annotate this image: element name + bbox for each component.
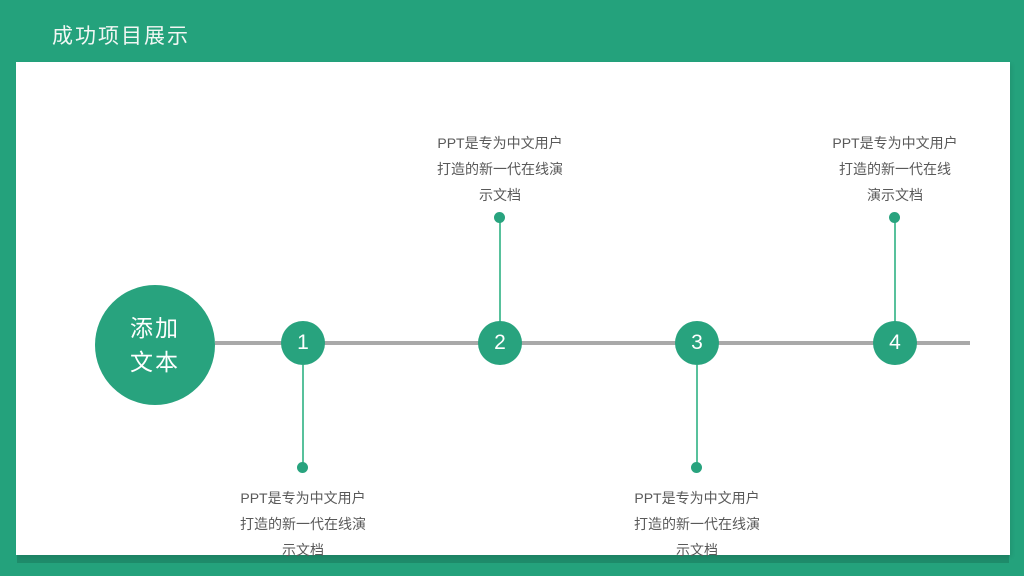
milestone-3-caption: PPT是专为中文用户 打造的新一代在线演 示文档 (612, 485, 782, 563)
milestone-2-connector (499, 218, 501, 322)
caption-line: 演示文档 (867, 187, 923, 203)
content-card: 添加 文本 1 PPT是专为中文用户 打造的新一代在线演 示文档 2 PPT是专… (16, 62, 1010, 558)
milestone-4-connector (894, 218, 896, 322)
milestone-1-dot (297, 462, 308, 473)
timeline-axis (215, 341, 970, 345)
caption-line: PPT是专为中文用户 (634, 490, 760, 506)
caption-line: PPT是专为中文用户 (437, 135, 563, 151)
caption-line: 打造的新一代在线演 (240, 516, 366, 532)
caption-line: 打造的新一代在线演 (437, 161, 563, 177)
milestone-4-dot (889, 212, 900, 223)
slide-title: 成功项目展示 (52, 25, 190, 48)
caption-line: PPT是专为中文用户 (832, 135, 958, 151)
milestone-3-connector (696, 365, 698, 468)
milestone-1-number: 1 (281, 321, 325, 365)
milestone-2-number: 2 (478, 321, 522, 365)
add-text-line1: 添加 (130, 315, 180, 341)
milestone-3-dot (691, 462, 702, 473)
add-text-line2: 文本 (130, 349, 180, 375)
milestone-1-connector (302, 365, 304, 468)
caption-line: 打造的新一代在线 (839, 161, 951, 177)
caption-line: 打造的新一代在线演 (634, 516, 760, 532)
caption-line: 示文档 (676, 542, 718, 558)
caption-line: PPT是专为中文用户 (240, 490, 366, 506)
milestone-4-caption: PPT是专为中文用户 打造的新一代在线 演示文档 (810, 130, 980, 208)
caption-line: 示文档 (479, 187, 521, 203)
milestone-1-caption: PPT是专为中文用户 打造的新一代在线演 示文档 (218, 485, 388, 563)
milestone-3-number: 3 (675, 321, 719, 365)
add-text-circle: 添加 文本 (95, 285, 215, 405)
milestone-2-caption: PPT是专为中文用户 打造的新一代在线演 示文档 (415, 130, 585, 208)
milestone-2-dot (494, 212, 505, 223)
caption-line: 示文档 (282, 542, 324, 558)
milestone-4-number: 4 (873, 321, 917, 365)
